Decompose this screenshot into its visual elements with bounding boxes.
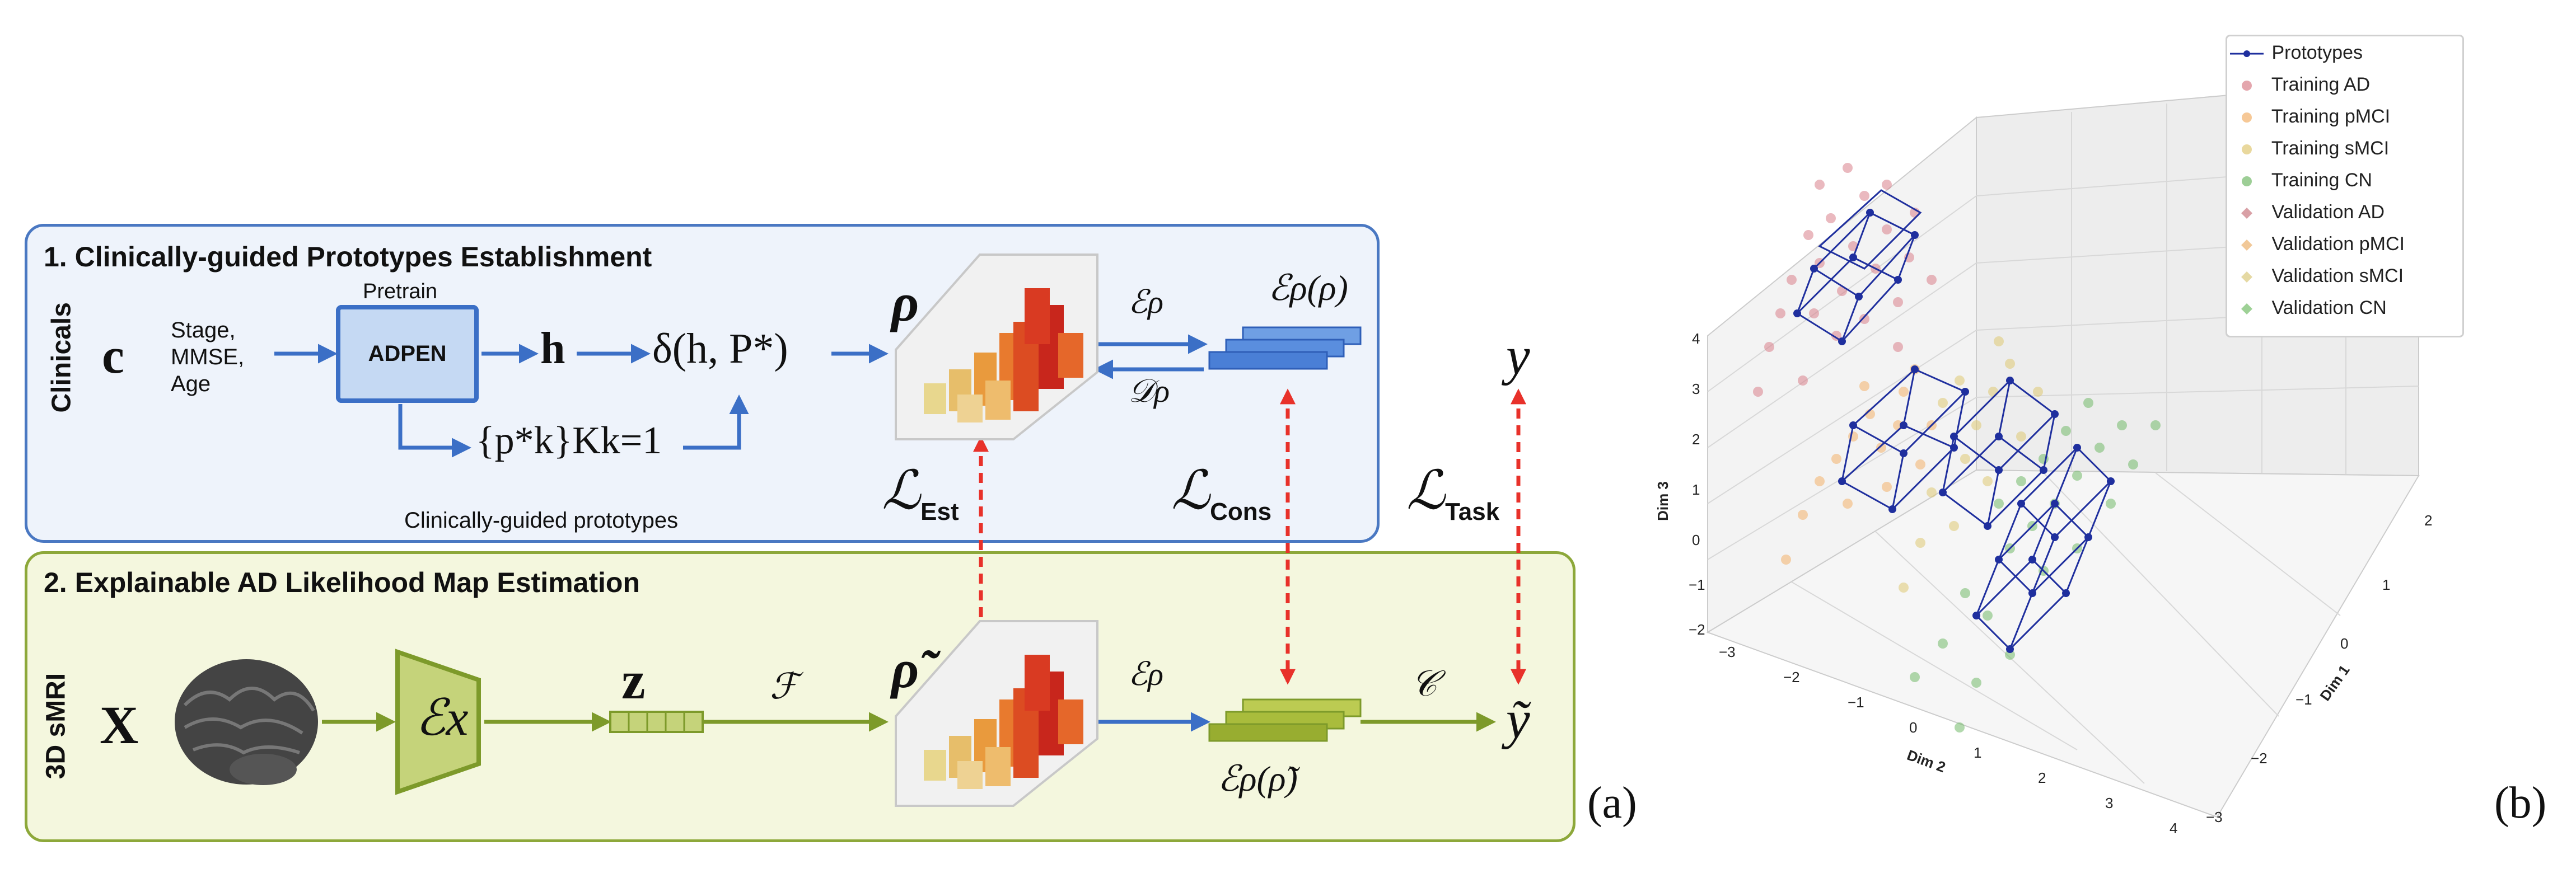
encoder-rho-top: ℰρ bbox=[1128, 284, 1163, 320]
dim3-tick: −2 bbox=[1689, 621, 1705, 638]
legend-item-training-ad: Training AD bbox=[2227, 74, 2370, 96]
legend-item-training-cn: Training CN bbox=[2227, 170, 2372, 191]
input-x: X bbox=[100, 695, 139, 755]
label-y: y bbox=[1506, 326, 1530, 386]
dim1-tick: −3 bbox=[2206, 809, 2223, 825]
z-vector bbox=[609, 711, 704, 733]
legend-item-training-smci: Training sMCI bbox=[2227, 138, 2389, 159]
label-y-tilde: ỹ bbox=[1506, 689, 1530, 749]
dim2-tick: −2 bbox=[1783, 669, 1800, 686]
cluster-training-ad bbox=[1753, 163, 1937, 397]
encoded-rho-tilde-label: ℰρ(ρ̃) bbox=[1218, 759, 1298, 799]
dim2-tick: −3 bbox=[1719, 644, 1736, 660]
image-encoder-shape bbox=[395, 649, 481, 795]
embedding-stack-blue bbox=[1208, 326, 1362, 370]
mapping-f: ℱ bbox=[770, 666, 798, 706]
legend-item-validation-pmci: Validation pMCI bbox=[2227, 233, 2405, 255]
legend-item-training-pmci: Training pMCI bbox=[2227, 106, 2390, 128]
image-encoder-label: ℰx bbox=[415, 691, 469, 746]
pretrain-label: Pretrain bbox=[363, 280, 438, 303]
loss-task: ℒTask bbox=[1406, 461, 1500, 526]
legend-item-validation-smci: Validation sMCI bbox=[2227, 265, 2404, 287]
dim2-tick: −1 bbox=[1848, 694, 1864, 711]
clinical-input-list: Stage, MMSE, Age bbox=[171, 317, 244, 397]
h-symbol: h bbox=[540, 324, 565, 373]
prototype-points bbox=[1793, 209, 2115, 653]
legend-item-validation-ad: Validation AD bbox=[2227, 201, 2385, 223]
decoder-rho: 𝒟ρ bbox=[1128, 373, 1170, 409]
dim3-tick: 0 bbox=[1692, 532, 1700, 548]
loss-cons: ℒCons bbox=[1171, 461, 1272, 526]
likelihood-map-rho bbox=[895, 253, 1098, 440]
section-clinical-panel bbox=[25, 224, 1380, 543]
arrow-prototypes-to-delta bbox=[683, 395, 749, 450]
encoder-rho-bottom: ℰρ bbox=[1128, 656, 1163, 692]
panel-a-label: (a) bbox=[1587, 778, 1637, 828]
axis-label-dim3: Dim 3 bbox=[1654, 481, 1671, 521]
adpen-label-text: ADPEN bbox=[368, 341, 447, 366]
prototypes-caption: Clinically-guided prototypes bbox=[404, 508, 679, 533]
plot-legend: Prototypes Training AD Training pMCI Tra… bbox=[2226, 35, 2464, 337]
classifier-c: 𝒞 bbox=[1411, 664, 1437, 703]
brain-icon bbox=[175, 659, 318, 785]
legend-item-validation-cn: Validation CN bbox=[2227, 297, 2387, 319]
section1-title: 1. Clinically-guided Prototypes Establis… bbox=[44, 241, 652, 273]
dim2-tick: 1 bbox=[1974, 744, 1982, 761]
clinical-input-mmse: MMSE, bbox=[171, 345, 245, 369]
dim1-tick: 0 bbox=[2340, 635, 2349, 652]
dim2-tick: 0 bbox=[1909, 719, 1918, 736]
z-symbol: z bbox=[621, 650, 646, 710]
likelihood-map-rho-tilde bbox=[895, 620, 1098, 807]
dim3-tick: 2 bbox=[1692, 431, 1700, 448]
dim2-tick: 2 bbox=[2038, 769, 2046, 786]
arrow-adpen-to-prototypes bbox=[398, 404, 471, 458]
panel-b-label: (b) bbox=[2494, 778, 2547, 828]
legend-item-prototypes: Prototypes bbox=[2227, 42, 2363, 64]
panel-a-graphics bbox=[175, 253, 1526, 807]
loss-est: ℒEst bbox=[882, 461, 959, 526]
embedding-stack-green bbox=[1208, 698, 1362, 742]
clinical-input-age: Age bbox=[171, 372, 211, 396]
delta-expression: δ(h, P*) bbox=[652, 325, 788, 372]
dim3-tick: −1 bbox=[1689, 576, 1705, 593]
rho-symbol: ρ bbox=[891, 273, 919, 332]
dim2-tick: 3 bbox=[2105, 795, 2114, 811]
dim3-tick: 4 bbox=[1692, 330, 1700, 347]
dim3-tick: 1 bbox=[1692, 481, 1700, 498]
input-c: c bbox=[102, 328, 124, 384]
adpen-module-box: ADPEN bbox=[336, 305, 479, 403]
dim1-tick: 2 bbox=[2424, 512, 2433, 529]
rho-tilde-symbol: ρ̃ bbox=[891, 639, 919, 699]
dim3-tick: 3 bbox=[1692, 381, 1700, 397]
dim1-tick: −2 bbox=[2251, 750, 2268, 767]
prototype-set-expression: {p*k}Kk=1 bbox=[476, 419, 662, 462]
encoded-rho-label: ℰρ(ρ) bbox=[1268, 268, 1348, 308]
pane-floor bbox=[1706, 469, 2420, 818]
dim1-tick: −1 bbox=[2296, 691, 2312, 708]
section2-title: 2. Explainable AD Likelihood Map Estimat… bbox=[44, 567, 640, 598]
clinical-input-stage: Stage, bbox=[171, 318, 236, 342]
dim1-tick: 1 bbox=[2382, 576, 2391, 593]
dim2-tick: 4 bbox=[2170, 820, 2178, 837]
